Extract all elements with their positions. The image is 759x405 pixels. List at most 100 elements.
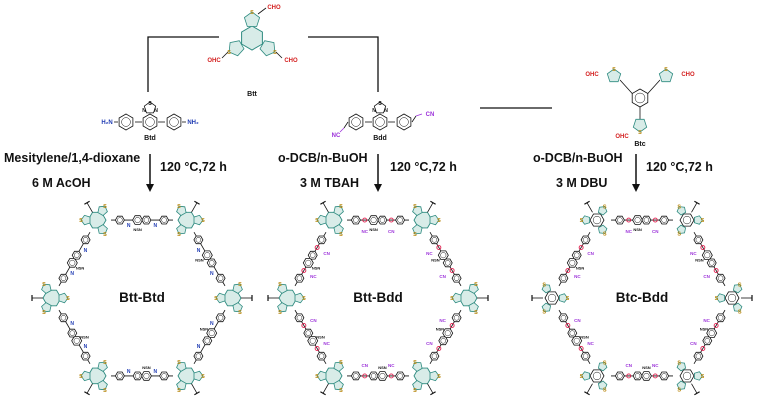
- aromatic-circle: [204, 338, 211, 344]
- ohc-label: OHC: [615, 134, 629, 140]
- benzene-ring: [396, 113, 412, 131]
- thiophene-ring: [243, 11, 261, 27]
- aromatic-circle: [217, 275, 224, 281]
- bond: [619, 79, 633, 94]
- aromatic-circle: [560, 275, 567, 281]
- nitrile-label: NC: [388, 363, 395, 368]
- sulfur-atom: S: [542, 283, 546, 289]
- aromatic-circle: [717, 315, 724, 321]
- aromatic-circle: [431, 353, 438, 359]
- nitrile-label: NC: [332, 133, 341, 139]
- thiophene-ring: [97, 380, 108, 391]
- aromatic-circle: [305, 259, 312, 266]
- sulfur-atom: S: [227, 50, 231, 56]
- thiophene-ring: [597, 362, 608, 372]
- sulfur-atom: S: [701, 218, 705, 224]
- aromatic-circle: [444, 260, 451, 266]
- benzene-ring: [58, 313, 69, 323]
- btt-label: Btt: [247, 91, 257, 98]
- nitrile-label: CN: [625, 363, 632, 368]
- thiophene-ring: [412, 361, 423, 372]
- thiophene-ring: [176, 361, 187, 372]
- aromatic-circle: [73, 252, 80, 258]
- benzene-ring: [114, 371, 125, 381]
- sulfur-atom: S: [638, 130, 642, 136]
- benzene-ring: [641, 215, 652, 225]
- thiophene-ring: [176, 205, 187, 216]
- imine-nitrogen: N: [153, 223, 157, 229]
- benzene-ring: [193, 235, 204, 245]
- periodic-terminus: [320, 391, 326, 396]
- thiadiazole-label: NSN: [700, 327, 709, 332]
- thiophene-ring: [316, 370, 327, 382]
- sulfur-atom: S: [278, 310, 282, 316]
- benzene-ring: [706, 328, 718, 338]
- sulfur-atom: S: [566, 296, 570, 302]
- thiophene-ring: [176, 224, 187, 235]
- vinylene-link: [626, 217, 632, 223]
- thiophene-ring: [412, 380, 423, 391]
- benzene-ring: [632, 371, 643, 381]
- thiophene-ring: [541, 284, 552, 294]
- catalyst-label: 3 M TBAH: [300, 176, 359, 190]
- benzene-ring: [206, 328, 218, 338]
- aromatic-circle: [440, 338, 447, 344]
- thiophene-ring: [294, 292, 305, 304]
- nitrile-label: CN: [439, 274, 446, 279]
- aromatic-circle: [397, 217, 403, 223]
- nitrile-label: NC: [310, 274, 317, 279]
- sulfur-atom: S: [437, 218, 441, 224]
- thiophene-ring: [277, 302, 288, 313]
- nitrile-label: CN: [426, 112, 435, 118]
- sulfur-atom: S: [315, 374, 319, 380]
- sulfur-atom: S: [103, 388, 107, 394]
- aromatic-circle: [117, 217, 123, 223]
- thiadiazole-label: NSN: [378, 365, 387, 370]
- thiophene-ring: [176, 380, 187, 391]
- vinylene-link: [713, 268, 719, 273]
- aromatic-circle: [60, 275, 67, 281]
- periodic-terminus: [430, 391, 436, 396]
- periodic-terminus: [194, 391, 200, 396]
- sulfur-atom: S: [339, 232, 343, 238]
- thiophene-ring: [316, 214, 327, 226]
- benzene-ring: [679, 369, 695, 383]
- aromatic-circle: [634, 92, 646, 104]
- thiophene-ring: [41, 302, 52, 313]
- bond-cho: [221, 51, 229, 59]
- aromatic-circle: [617, 217, 623, 223]
- aromatic-circle: [134, 217, 141, 224]
- reaction-conditions-2: o-DCB/n-BuOH 3 M TBAH 120 °C,72 h: [278, 151, 457, 190]
- periodic-terminus: [694, 200, 700, 205]
- extension-bond: [86, 202, 93, 213]
- nitrile-label: CN: [574, 318, 581, 323]
- sulfur-atom: S: [103, 204, 107, 210]
- thiadiazole-label: NSN: [316, 334, 325, 339]
- cof-label-1: Btt-Btd: [119, 290, 165, 305]
- extension-bond: [322, 383, 329, 394]
- benzene-ring: [438, 336, 449, 346]
- thiadiazole-label: NSN: [200, 327, 209, 332]
- nitrile-label: NC: [439, 318, 446, 323]
- benzene-ring: [206, 258, 217, 268]
- benzene-ring: [558, 313, 569, 323]
- benzene-ring: [114, 215, 125, 225]
- thiophene-ring: [581, 371, 590, 381]
- aromatic-circle: [117, 373, 123, 379]
- nitrile-label: NC: [625, 229, 632, 234]
- thiophene-ring: [58, 292, 69, 304]
- thiophene-ring: [333, 205, 344, 216]
- benzene-ring: [302, 258, 314, 268]
- benzene-ring: [702, 336, 713, 346]
- thiophene-ring: [193, 370, 204, 382]
- benzene-ring: [614, 215, 625, 225]
- sulfur-atom: S: [214, 296, 218, 302]
- aromatic-circle: [82, 237, 89, 243]
- aromatic-circle: [582, 237, 589, 243]
- thiadiazole-label: NSN: [642, 365, 651, 370]
- thiophene-ring: [468, 302, 479, 313]
- periodic-terminus: [84, 391, 90, 396]
- aromatic-circle: [121, 117, 131, 127]
- aromatic-circle: [195, 237, 202, 243]
